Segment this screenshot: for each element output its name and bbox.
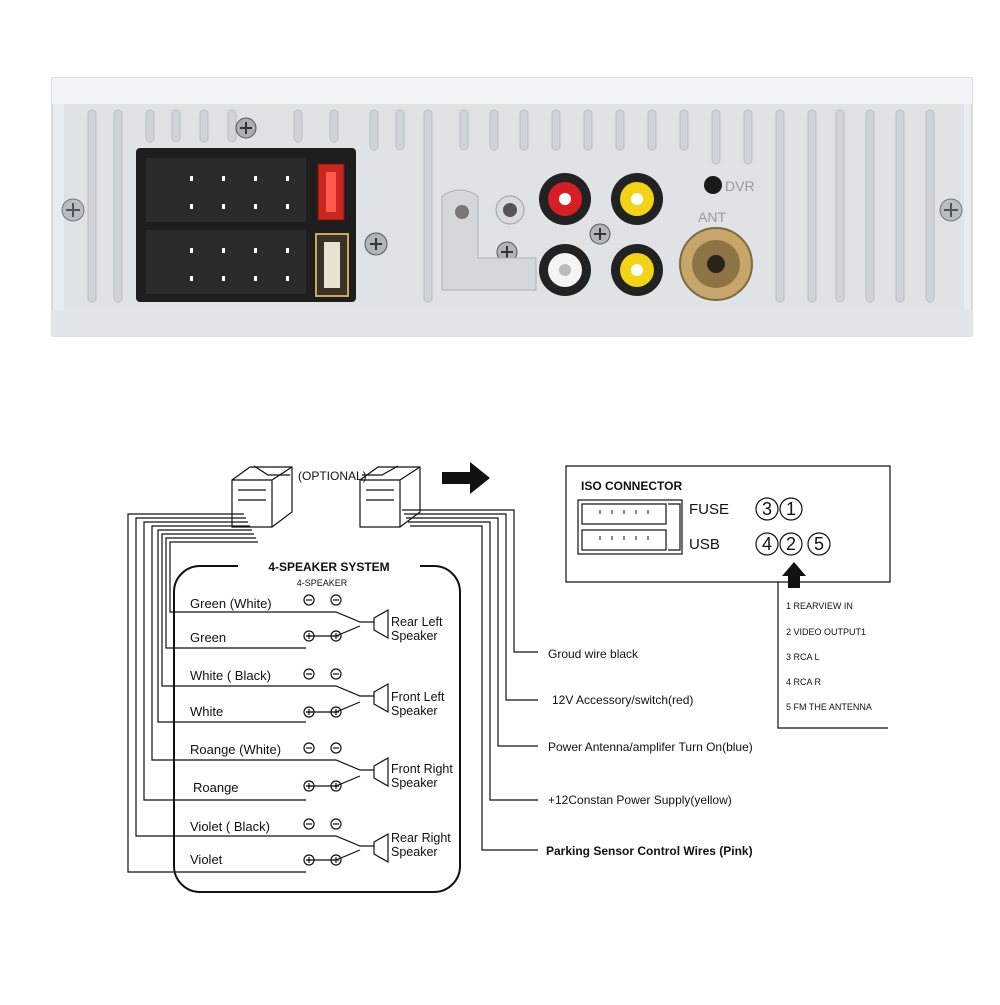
optional-label: (OPTIONAL): [298, 469, 367, 483]
wire-label-pos: Roange: [193, 780, 239, 795]
rear-panel: DVR ANT: [51, 77, 973, 337]
minus-icon: [330, 594, 342, 606]
speaker-wire-bundle: [127, 513, 306, 873]
minus-icon: [303, 668, 315, 680]
wire-label-neg: Green (White): [190, 596, 272, 611]
power-wire-label: Power Antenna/amplifer Turn On(blue): [548, 740, 753, 754]
plus-icon: [330, 706, 342, 718]
minus-icon: [303, 594, 315, 606]
speaker-rear-left: [306, 608, 389, 640]
mounting-screw-right: [939, 198, 963, 222]
diagram-text: (OPTIONAL) 4-SPEAKER SYSTEM 4-SPEAKER Gr…: [190, 469, 872, 867]
plus-icon: [303, 630, 315, 642]
polarity-symbols: [303, 594, 342, 866]
bracket-screws: [364, 223, 611, 263]
dvr-port: DVR: [704, 176, 755, 194]
speaker-label-line2: Speaker: [391, 776, 438, 790]
power-wire-label: +12Constan Power Supply(yellow): [548, 793, 732, 807]
usb-port: [315, 233, 349, 297]
plus-icon: [303, 854, 315, 866]
plus-icon: [303, 706, 315, 718]
plus-icon: [330, 854, 342, 866]
port-number: 4: [762, 534, 772, 554]
usb-label: USB: [689, 536, 720, 553]
speaker-label-line1: Rear Left: [391, 615, 443, 629]
plus-icon: [303, 780, 315, 792]
rca-yellow-jack-bottom: [611, 244, 663, 296]
legend-item: 2 VIDEO OUTPUT1: [786, 627, 866, 637]
speaker-label-line2: Speaker: [391, 629, 438, 643]
port-number-circles: [755, 497, 831, 556]
optional-connector-left: [231, 466, 293, 528]
legend-item: 4 RCA R: [786, 677, 822, 687]
speaker-label-line1: Rear Right: [391, 831, 451, 845]
optional-connector-right: [359, 466, 421, 528]
speaker-front-left: [306, 682, 389, 714]
connector-screw: [235, 117, 257, 139]
speaker-label-line2: Speaker: [391, 704, 438, 718]
mounting-screw-left: [61, 198, 85, 222]
rca-yellow-jack-top: [611, 173, 663, 225]
legend-item: 3 RCA L: [786, 652, 820, 662]
legend-item: 1 REARVIEW IN: [786, 601, 853, 611]
plus-icon: [330, 780, 342, 792]
minus-icon: [330, 668, 342, 680]
power-wire-bundle: [402, 509, 538, 851]
port-number: 1: [786, 499, 796, 519]
wire-label-pos: Green: [190, 630, 226, 645]
wire-label-pos: White: [190, 704, 223, 719]
minus-icon: [330, 818, 342, 830]
plus-icon: [330, 630, 342, 642]
ant-label: ANT: [698, 209, 726, 225]
legend-box: [777, 582, 888, 729]
speaker-label-line1: Front Right: [391, 762, 453, 776]
rca-white-jack: [539, 244, 591, 296]
power-wire-label: Parking Sensor Control Wires (Pink): [546, 844, 753, 858]
fuse-label: FUSE: [689, 501, 729, 518]
cooling-fins: [87, 109, 935, 303]
wire-label-neg: White ( Black): [190, 668, 271, 683]
system-title: 4-SPEAKER SYSTEM: [268, 560, 389, 574]
minus-icon: [303, 742, 315, 754]
iso-connector-box: [565, 465, 891, 583]
wiring-diagram: [127, 462, 891, 893]
optional-bracket-line: [253, 465, 399, 476]
port-number: 5: [814, 534, 824, 554]
power-wire-label: Groud wire black: [548, 647, 639, 661]
minus-icon: [330, 742, 342, 754]
dvr-label: DVR: [725, 178, 755, 194]
mount-bracket: [441, 189, 537, 291]
iso-title: ISO CONNECTOR: [581, 479, 682, 493]
wire-label-neg: Violet ( Black): [190, 819, 270, 834]
iso-connector-block: [136, 148, 356, 302]
speaker-label-line2: Speaker: [391, 845, 438, 859]
arrow-up-icon: [782, 562, 806, 588]
rca-red-jack: [539, 173, 591, 225]
fuse: [317, 163, 345, 221]
speaker-label-line1: Front Left: [391, 690, 445, 704]
system-subtitle: 4-SPEAKER: [297, 578, 348, 588]
port-number: 3: [762, 499, 772, 519]
wire-label-neg: Roange (White): [190, 742, 281, 757]
port-number: 2: [786, 534, 796, 554]
legend-item: 5 FM THE ANTENNA: [786, 702, 872, 712]
arrow-right-icon: [442, 462, 490, 494]
minus-icon: [303, 818, 315, 830]
wire-label-pos: Violet: [190, 852, 223, 867]
speaker-rear-right: [306, 832, 389, 864]
antenna-socket: [679, 227, 753, 301]
speaker-front-right: [306, 756, 389, 788]
power-wire-label: 12V Accessory/switch(red): [552, 693, 693, 707]
